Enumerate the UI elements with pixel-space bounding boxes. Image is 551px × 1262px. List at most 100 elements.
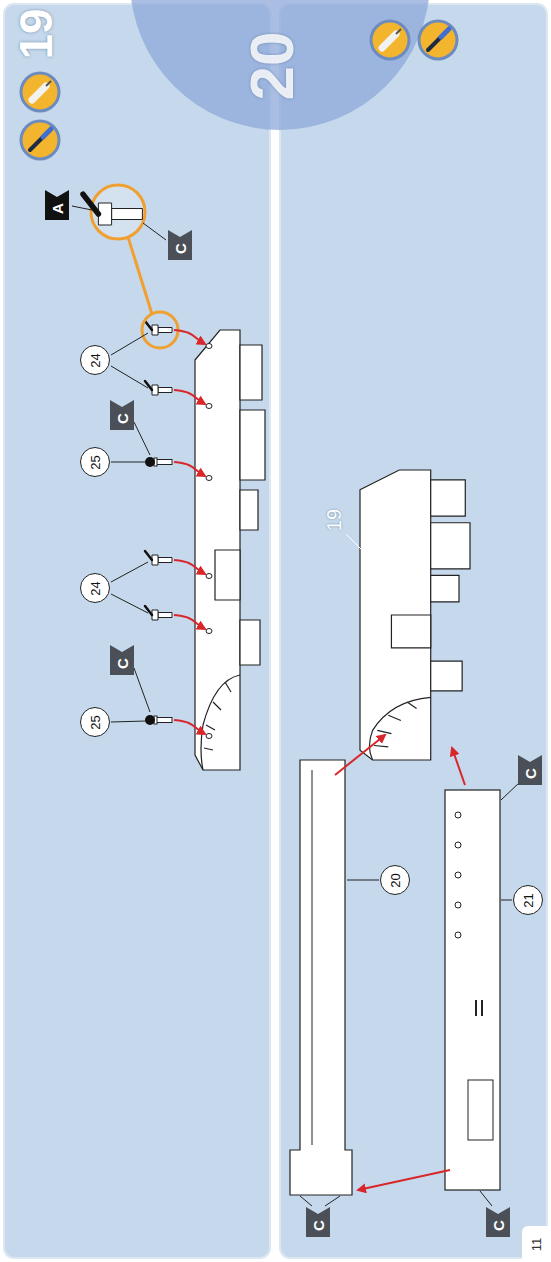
strip-hole	[455, 842, 461, 848]
node-text: 11	[530, 1237, 543, 1251]
node-text: C	[311, 1220, 326, 1231]
zoom-link	[128, 237, 152, 314]
ball-head	[145, 457, 155, 467]
node-text: C	[523, 768, 538, 779]
body-block	[431, 661, 462, 691]
callout-number: 21	[513, 885, 543, 915]
icon-disc	[419, 21, 457, 59]
ball-part	[145, 457, 172, 467]
leader-line	[134, 668, 150, 712]
node-text: C	[173, 243, 188, 254]
node-text: 24	[89, 581, 102, 595]
leader-line	[134, 422, 150, 455]
brush-icon	[21, 121, 59, 159]
callout-number: 24	[80, 573, 110, 603]
fit-arrow	[174, 720, 205, 734]
paint-flag: C	[168, 230, 192, 260]
brush-tip	[43, 129, 51, 137]
leader-line	[143, 223, 166, 240]
flag-outline	[306, 1207, 330, 1237]
fit-arrow	[174, 560, 205, 574]
paint-flag: C	[306, 1207, 330, 1237]
step-panel	[280, 4, 547, 1258]
glue-icon	[371, 21, 409, 59]
leader-line	[111, 594, 148, 613]
paint-flag: A	[45, 190, 69, 220]
fit-arrow	[452, 748, 465, 785]
pin-lever	[83, 194, 98, 214]
flag-outline	[110, 645, 134, 675]
pin-lever	[145, 606, 152, 615]
flag-outline	[45, 190, 69, 220]
step-number: 20	[241, 32, 303, 101]
pin-stem	[158, 328, 172, 333]
brush-handle	[30, 137, 43, 150]
glue-nozzle	[396, 29, 401, 34]
strip-hole	[455, 812, 461, 818]
ball-part	[145, 715, 172, 725]
flag-outline	[168, 230, 192, 260]
body-gear	[369, 697, 430, 760]
gear-slot	[374, 746, 388, 747]
leader-line	[480, 1191, 492, 1206]
body-hole	[206, 629, 212, 634]
body-hole	[206, 574, 212, 579]
strip-hole	[455, 932, 461, 938]
pin-part	[145, 551, 172, 565]
fit-arrow	[335, 735, 385, 775]
page-tab: 11	[522, 1226, 551, 1262]
body-block	[240, 410, 265, 480]
node-text: 25	[89, 715, 102, 729]
zoom-source-circle	[142, 312, 178, 348]
side-strip	[445, 790, 500, 1190]
glue-nozzle	[46, 81, 51, 86]
paint-flag: C	[518, 755, 542, 785]
brush-handle	[428, 37, 441, 50]
gear-slot	[206, 725, 215, 730]
strip-hole	[455, 872, 461, 878]
leader-line	[72, 206, 92, 210]
pin-lever	[145, 551, 152, 560]
leader-line	[111, 562, 148, 582]
leader-line	[111, 333, 148, 355]
leader-line	[501, 782, 520, 800]
ball-stem	[156, 718, 172, 723]
callout-number: 25	[80, 707, 110, 737]
pin-lever	[145, 321, 152, 330]
leader-line	[111, 721, 146, 722]
leader-line	[501, 900, 512, 901]
pin-stem	[112, 209, 143, 220]
step-panel	[4, 4, 270, 1258]
flag-outline	[518, 755, 542, 785]
fit-arrow	[174, 615, 205, 629]
ball-head	[145, 715, 155, 725]
icon-disc	[371, 21, 409, 59]
fit-arrow	[358, 1170, 450, 1190]
pin-stem	[158, 558, 172, 563]
step-badge	[130, 0, 430, 130]
gear-slot	[388, 715, 401, 720]
body-hole	[206, 344, 212, 349]
flag-outline	[486, 1207, 510, 1237]
gear-slot	[407, 702, 416, 709]
body-gear	[201, 675, 240, 770]
assembly-body	[195, 330, 265, 770]
gear-slot	[377, 730, 391, 733]
side-part	[290, 760, 352, 1195]
gear-slot	[225, 682, 231, 692]
body-slab	[360, 470, 431, 760]
node-text: C	[115, 658, 130, 669]
body-block	[431, 523, 470, 569]
icon-disc	[21, 73, 59, 111]
ball-stem	[156, 460, 172, 465]
body-block	[215, 550, 240, 600]
step-number: 19	[13, 8, 59, 59]
body-block	[240, 620, 260, 665]
glue-icon	[21, 73, 59, 111]
body-hole	[206, 476, 212, 481]
fit-arrow	[174, 390, 205, 404]
fit-arrow	[174, 330, 205, 344]
